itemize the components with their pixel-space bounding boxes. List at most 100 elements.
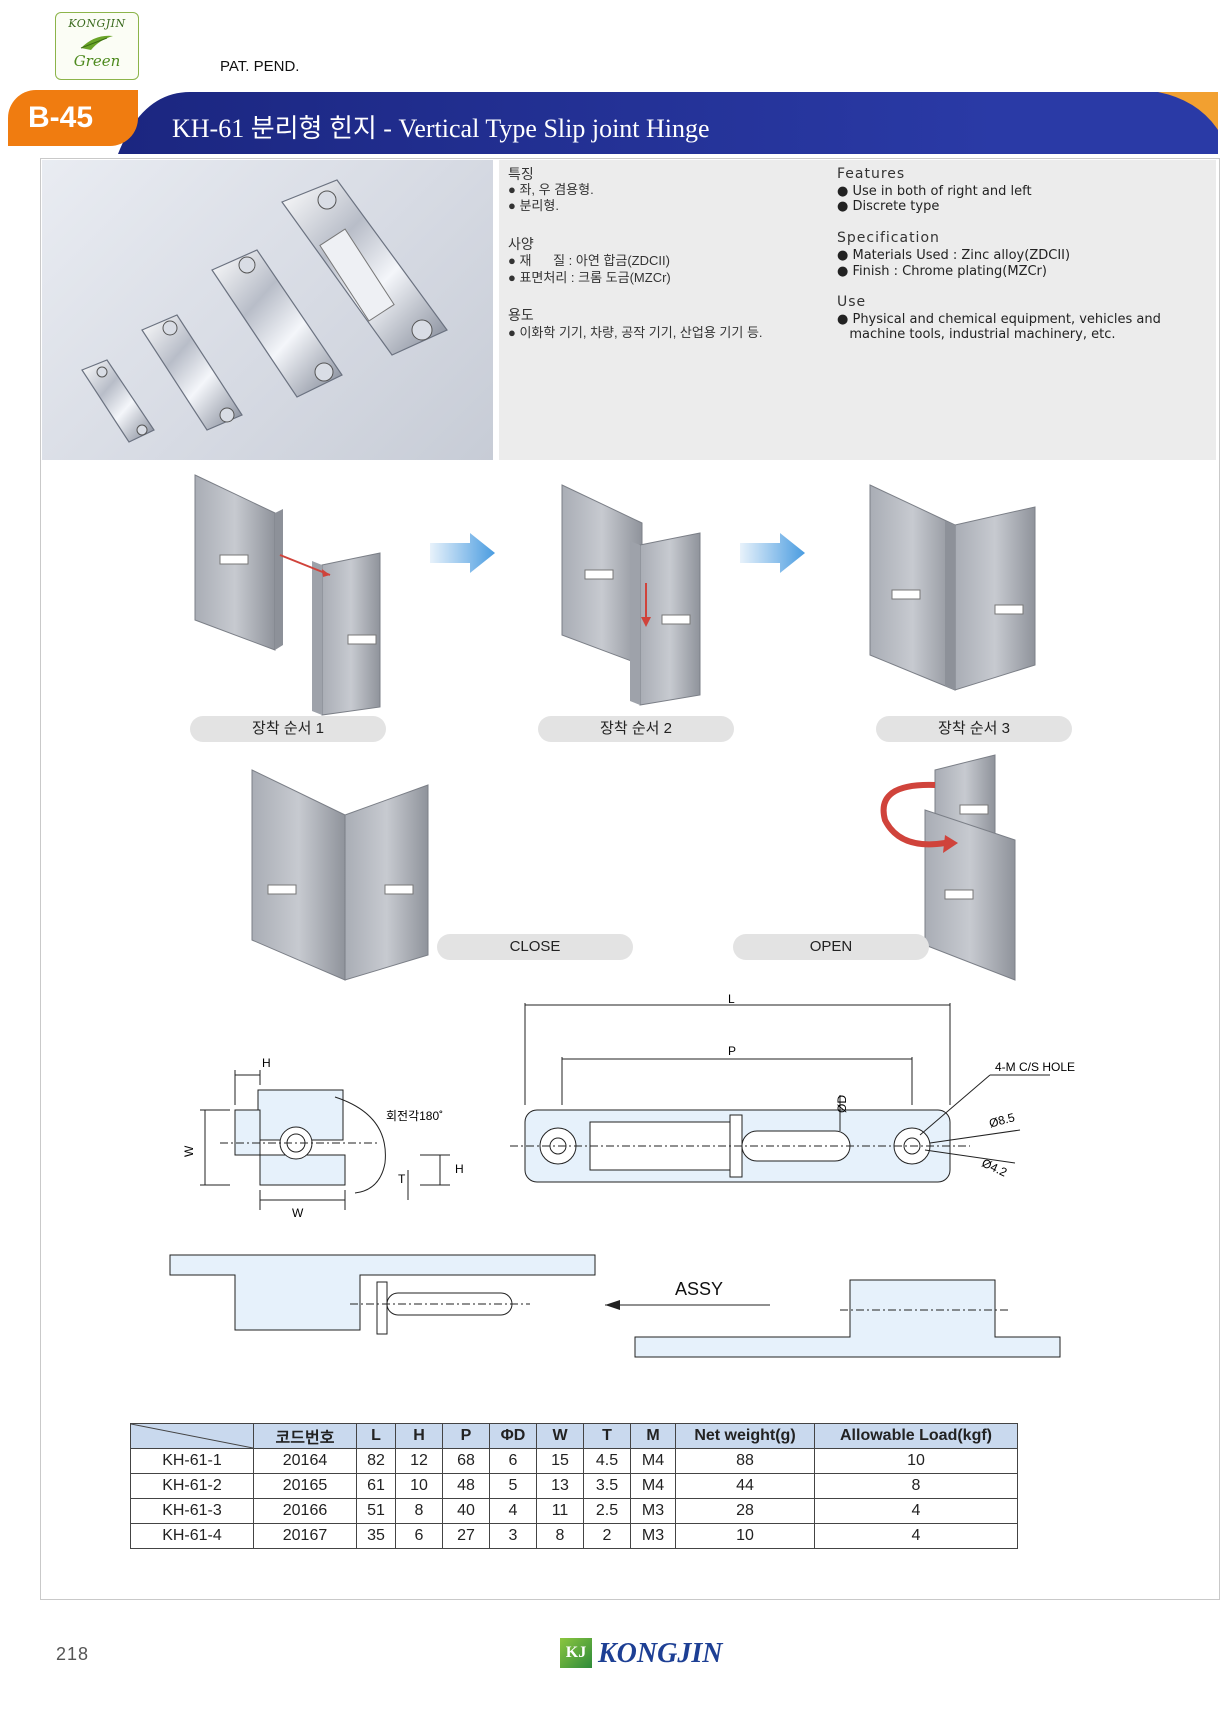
table-row: KH-61-2 20165 61 10 48 5 13 3.5 M4 44 8 — [130, 1473, 1018, 1499]
kj-logo-icon: KJ — [560, 1638, 592, 1668]
cell-L: 35 — [356, 1523, 396, 1549]
cell-load: 4 — [814, 1498, 1018, 1524]
cell-load: 4 — [814, 1523, 1018, 1549]
table-header-T: T — [583, 1423, 631, 1449]
cell-P: 68 — [442, 1448, 490, 1474]
cell-D: 4 — [489, 1498, 537, 1524]
logo-green-text: Green — [73, 52, 121, 70]
en-spec-heading: Specification — [837, 230, 940, 246]
assy-arrow-icon — [605, 1300, 620, 1310]
open-label: OPEN — [733, 934, 929, 960]
installation-illustrations — [194, 474, 1036, 981]
en-use-2: machine tools, industrial machinery, etc… — [837, 327, 1116, 342]
cell-D: 6 — [489, 1448, 537, 1474]
table-row: KH-61-4 20167 35 6 27 3 8 2 M3 10 4 — [130, 1523, 1018, 1549]
cell-M: M4 — [630, 1473, 676, 1499]
cell-T: 3.5 — [583, 1473, 631, 1499]
cell-model: KH-61-3 — [130, 1498, 254, 1524]
rotation-angle: 회전각180˚ — [386, 1109, 443, 1123]
table-header-L: L — [356, 1423, 396, 1449]
cell-code: 20167 — [253, 1523, 357, 1549]
step1-label: 장착 순서 1 — [190, 716, 386, 742]
table-header-row: 코드번호 L H P ΦD W T M Net weight(g) Allowa… — [130, 1423, 1018, 1449]
cell-P: 40 — [442, 1498, 490, 1524]
step1-illustration — [194, 474, 381, 716]
ko-spec-1: ● 재 질 : 아연 합금(ZDCII) — [508, 253, 670, 268]
en-spec-2: ● Finish : Chrome plating(MZCr) — [837, 264, 1047, 279]
cell-T: 2 — [583, 1523, 631, 1549]
ko-feature-2: ● 분리형. — [508, 198, 559, 213]
cell-L: 61 — [356, 1473, 396, 1499]
patent-note: PAT. PEND. — [220, 58, 300, 75]
kj-logo-text: KJ — [565, 1644, 587, 1661]
cell-L: 82 — [356, 1448, 396, 1474]
ko-spec-2: ● 표면처리 : 크롬 도금(MZCr) — [508, 270, 671, 285]
cell-M: M3 — [630, 1498, 676, 1524]
table-header-W: W — [536, 1423, 584, 1449]
table-header-M: M — [630, 1423, 676, 1449]
table-header-D: ΦD — [489, 1423, 537, 1449]
en-feature-1: ● Use in both of right and left — [837, 184, 1032, 199]
cell-W: 11 — [536, 1498, 584, 1524]
table-header-diagonal — [130, 1423, 254, 1449]
dim-H-top: H — [262, 1056, 271, 1070]
ko-use-1: ● 이화학 기기, 차량, 공작 기기, 산업용 기기 등. — [508, 325, 763, 340]
ko-features-heading: 특징 — [508, 166, 534, 182]
cell-model: KH-61-2 — [130, 1473, 254, 1499]
cell-H: 8 — [395, 1498, 443, 1524]
table-row: KH-61-1 20164 82 12 68 6 15 4.5 M4 88 10 — [130, 1448, 1018, 1474]
next-arrow-icon — [740, 533, 805, 573]
table-row: KH-61-3 20166 51 8 40 4 11 2.5 M3 28 4 — [130, 1498, 1018, 1524]
hinge-small — [81, 359, 155, 443]
assy-label: ASSY — [675, 1279, 723, 1299]
en-features-heading: Features — [837, 166, 906, 182]
cell-H: 6 — [395, 1523, 443, 1549]
cell-code: 20166 — [253, 1498, 357, 1524]
cell-weight: 10 — [675, 1523, 815, 1549]
ko-use-heading: 용도 — [508, 307, 534, 323]
dim-d85: Ø8.5 — [987, 1110, 1016, 1130]
en-feature-2: ● Discrete type — [837, 199, 940, 214]
close-label: CLOSE — [437, 934, 633, 960]
page-title: KH-61 분리형 힌지 - Vertical Type Slip joint … — [172, 114, 710, 143]
cell-L: 51 — [356, 1498, 396, 1524]
side-view — [200, 1070, 450, 1210]
cell-M: M3 — [630, 1523, 676, 1549]
page-code-badge: B-45 — [8, 90, 138, 146]
technical-drawing: H W W H T 회전각180˚ L P ØD 4-M C/S HOLE Ø8… — [169, 992, 1075, 1358]
cell-model: KH-61-1 — [130, 1448, 254, 1474]
assembly-left-part — [169, 1254, 596, 1335]
cell-code: 20165 — [253, 1473, 357, 1499]
top-view — [510, 1003, 1050, 1183]
cell-model: KH-61-4 — [130, 1523, 254, 1549]
content-frame — [40, 158, 1220, 1600]
cell-T: 2.5 — [583, 1498, 631, 1524]
dim-L: L — [728, 992, 735, 1006]
logo-brand-text: KONGJIN — [68, 17, 126, 30]
cell-H: 12 — [395, 1448, 443, 1474]
cell-code: 20164 — [253, 1448, 357, 1474]
en-spec-1: ● Materials Used : Zinc alloy(ZDCII) — [837, 248, 1071, 263]
hinge-photo-illustration — [81, 179, 448, 443]
cell-load: 10 — [814, 1448, 1018, 1474]
dim-P: P — [728, 1044, 736, 1058]
open-illustration — [880, 754, 1016, 981]
dim-T: T — [398, 1172, 406, 1186]
cell-H: 10 — [395, 1473, 443, 1499]
cell-W: 15 — [536, 1448, 584, 1474]
brand-logo: KONGJIN Green — [55, 12, 139, 80]
en-use-1: ● Physical and chemical equipment, vehic… — [837, 312, 1161, 327]
step2-label: 장착 순서 2 — [538, 716, 734, 742]
cell-P: 27 — [442, 1523, 490, 1549]
dim-d42: Ø4.2 — [980, 1156, 1010, 1180]
footer-brand: KONGJIN — [598, 1638, 723, 1669]
assembly-right-part — [634, 1279, 1061, 1358]
next-arrow-icon — [430, 533, 495, 573]
cell-weight: 44 — [675, 1473, 815, 1499]
cell-weight: 28 — [675, 1498, 815, 1524]
table-header-P: P — [442, 1423, 490, 1449]
hole-note: 4-M C/S HOLE — [995, 1060, 1075, 1074]
rotate-arrow-icon — [943, 835, 958, 853]
step3-illustration — [869, 484, 1036, 691]
page-number: 218 — [56, 1644, 90, 1664]
